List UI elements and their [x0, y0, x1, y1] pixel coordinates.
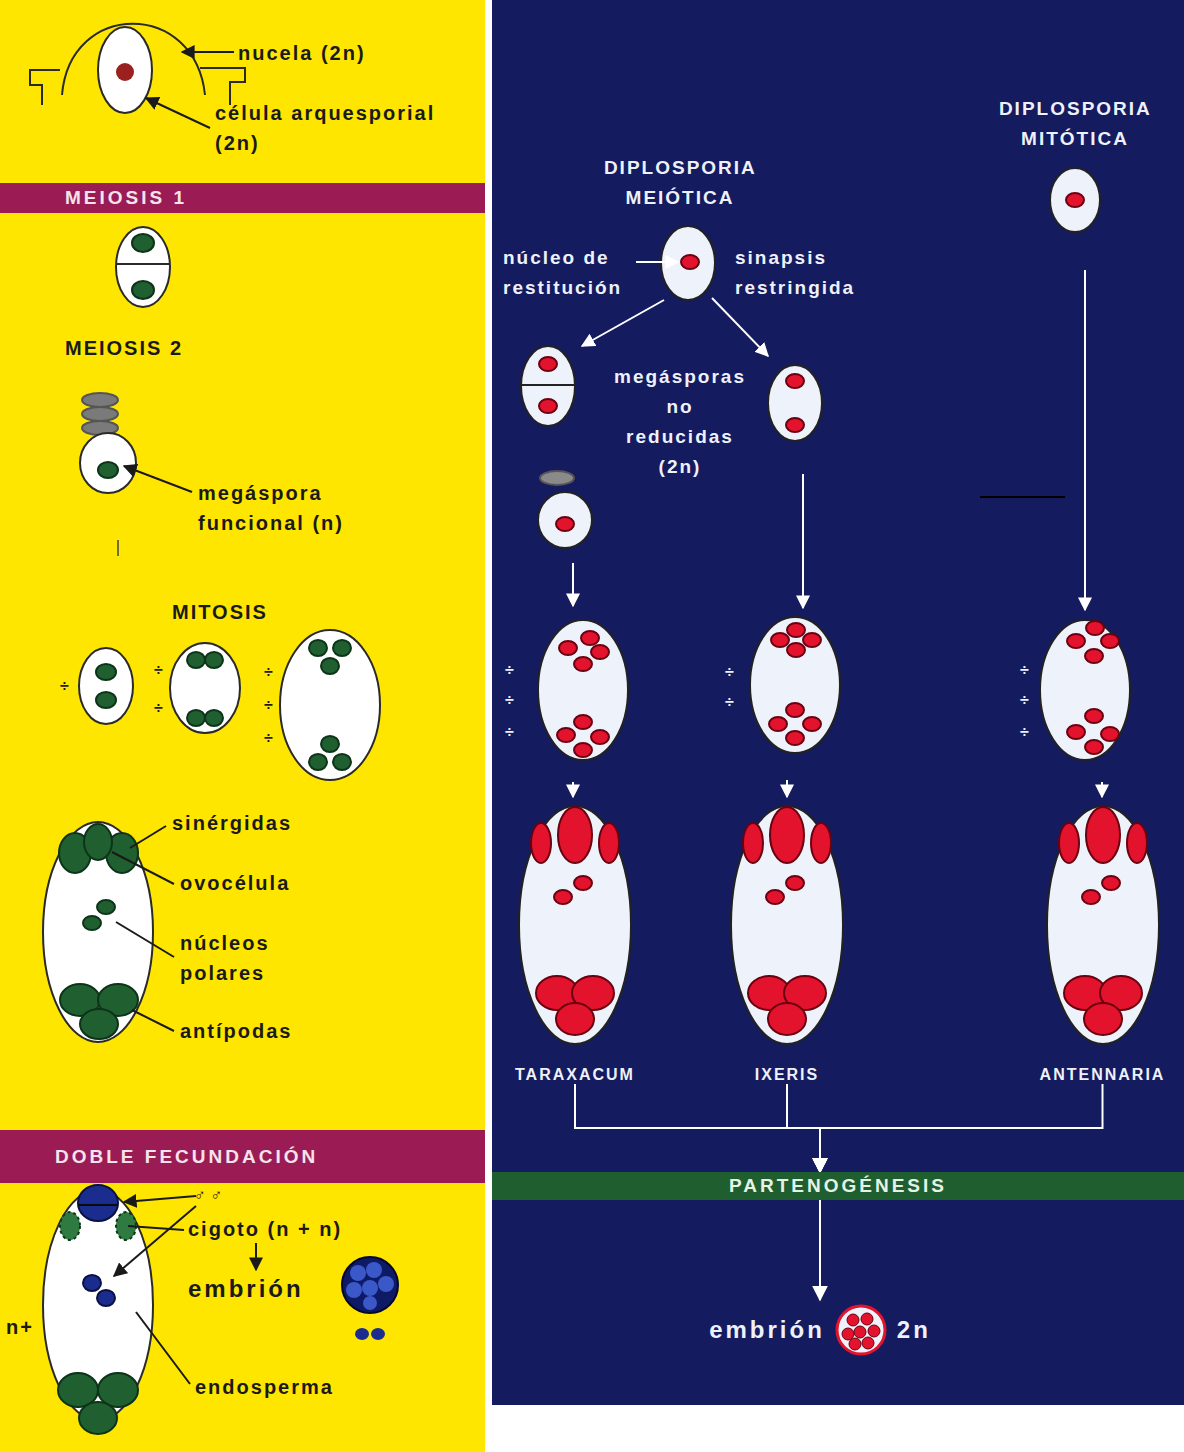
left-panel — [0, 0, 485, 1452]
embryo-cell — [849, 1338, 861, 1350]
embryo-sac-outline — [515, 803, 635, 1048]
division-mark: ÷ — [725, 692, 734, 712]
embryo-label: 2n — [897, 1316, 931, 1344]
nucleus — [1059, 823, 1079, 863]
division-mark: ÷ — [154, 698, 163, 718]
fertilized-sac — [43, 1185, 153, 1434]
nucleus — [1127, 823, 1147, 863]
band-label: MEIOSIS 1 — [65, 187, 187, 209]
embryo-ball — [342, 1257, 398, 1340]
embryo-cell — [861, 1313, 873, 1325]
nucleus — [811, 823, 831, 863]
sac-wall — [519, 806, 631, 1044]
connector — [575, 1084, 820, 1172]
callout-label: célula arquesporial (2n) — [215, 98, 465, 158]
sac-wall — [1047, 806, 1159, 1044]
eight-nucleate-cells — [538, 617, 1130, 760]
division-mark: ÷ — [725, 662, 734, 682]
band: PARTENOGÉNESIS — [492, 1172, 1184, 1200]
embryo-sac: ANTENNARIA — [1025, 803, 1180, 1084]
meiosis-cells — [80, 227, 170, 493]
embryo-label: embrión — [709, 1316, 825, 1344]
division-mark: ÷ — [264, 662, 273, 682]
embryo-node: embrión 2n — [675, 1300, 965, 1360]
embryo-wall — [837, 1306, 885, 1354]
nucleus — [786, 876, 804, 890]
embryo-sac — [43, 822, 153, 1042]
connector — [820, 1084, 1103, 1172]
nucleus — [1082, 890, 1100, 904]
division-mark: ÷ — [505, 722, 514, 742]
callout-label: MEIOSIS 2 — [65, 333, 183, 363]
band-label: PARTENOGÉNESIS — [729, 1175, 947, 1197]
genus-label: ANTENNARIA — [1025, 1066, 1180, 1084]
nucleus — [1086, 807, 1120, 863]
nucleus — [766, 890, 784, 904]
nucleus — [554, 890, 572, 904]
nucleus — [556, 1003, 594, 1035]
nucleus — [768, 1003, 806, 1035]
connector — [819, 1200, 821, 1300]
nucleus — [1084, 1003, 1122, 1035]
callout-label: sinérgidas — [172, 808, 292, 838]
mitosis-cells — [79, 630, 380, 780]
callout-label: n+ — [6, 1312, 34, 1342]
band: DOBLE FECUNDACIÓN — [0, 1130, 485, 1183]
division-mark: ÷ — [264, 695, 273, 715]
genus-label: TARAXACUM — [500, 1066, 650, 1084]
embryo-sac: IXERIS — [712, 803, 862, 1084]
callout-label: antípodas — [180, 1016, 292, 1046]
division-mark: ÷ — [1020, 660, 1029, 680]
callout-label: embrión — [188, 1274, 304, 1304]
embryo-cell — [862, 1337, 874, 1349]
division-mark: ÷ — [505, 690, 514, 710]
nucleus — [1102, 876, 1120, 890]
callout-label: DIPLOSPORIA MEIÓTICA — [604, 153, 756, 213]
embryo-sac: TARAXACUM — [500, 803, 650, 1084]
division-mark: ÷ — [505, 660, 514, 680]
embryo-symbol — [835, 1304, 887, 1356]
callout-label: nucela (2n) — [238, 38, 366, 68]
nucleus — [574, 876, 592, 890]
callout-label: núcleo de restitución — [503, 243, 622, 303]
embryo-sac-outline — [727, 803, 847, 1048]
genus-label: IXERIS — [712, 1066, 862, 1084]
callout-label: megáspora funcional (n) — [198, 478, 398, 538]
callout-label: ♂ ♂ — [194, 1185, 222, 1205]
band-label: DOBLE FECUNDACIÓN — [55, 1146, 318, 1168]
division-mark: ÷ — [154, 660, 163, 680]
callout-label: sinapsis restringida — [735, 243, 855, 303]
band: MEIOSIS 1 — [0, 183, 485, 213]
nucleus — [770, 807, 804, 863]
callout-label: ovocélula — [180, 868, 290, 898]
callout-label: núcleos polares — [180, 928, 270, 988]
division-mark: ÷ — [264, 728, 273, 748]
division-mark: ÷ — [60, 676, 69, 696]
callout-label: endosperma — [195, 1372, 334, 1402]
nucleus — [599, 823, 619, 863]
callout-label: MITOSIS — [172, 597, 268, 627]
right-panel — [492, 0, 1184, 1405]
callout-label: megásporas no reducidas (2n) — [614, 362, 746, 482]
embryo-cell — [868, 1325, 880, 1337]
nucleus — [743, 823, 763, 863]
connector — [787, 1084, 820, 1172]
division-mark: ÷ — [1020, 722, 1029, 742]
embryo-cell — [854, 1326, 866, 1338]
callout-label: cigoto (n + n) — [188, 1214, 342, 1244]
callout-label: DIPLOSPORIA MITÓTICA — [999, 94, 1151, 154]
sac-wall — [731, 806, 843, 1044]
embryo-sac-outline — [1043, 803, 1163, 1048]
division-mark: ÷ — [1020, 690, 1029, 710]
nucleus — [531, 823, 551, 863]
nucleus — [558, 807, 592, 863]
embryo-cell — [847, 1314, 859, 1326]
diplospory-cells — [521, 168, 1100, 548]
